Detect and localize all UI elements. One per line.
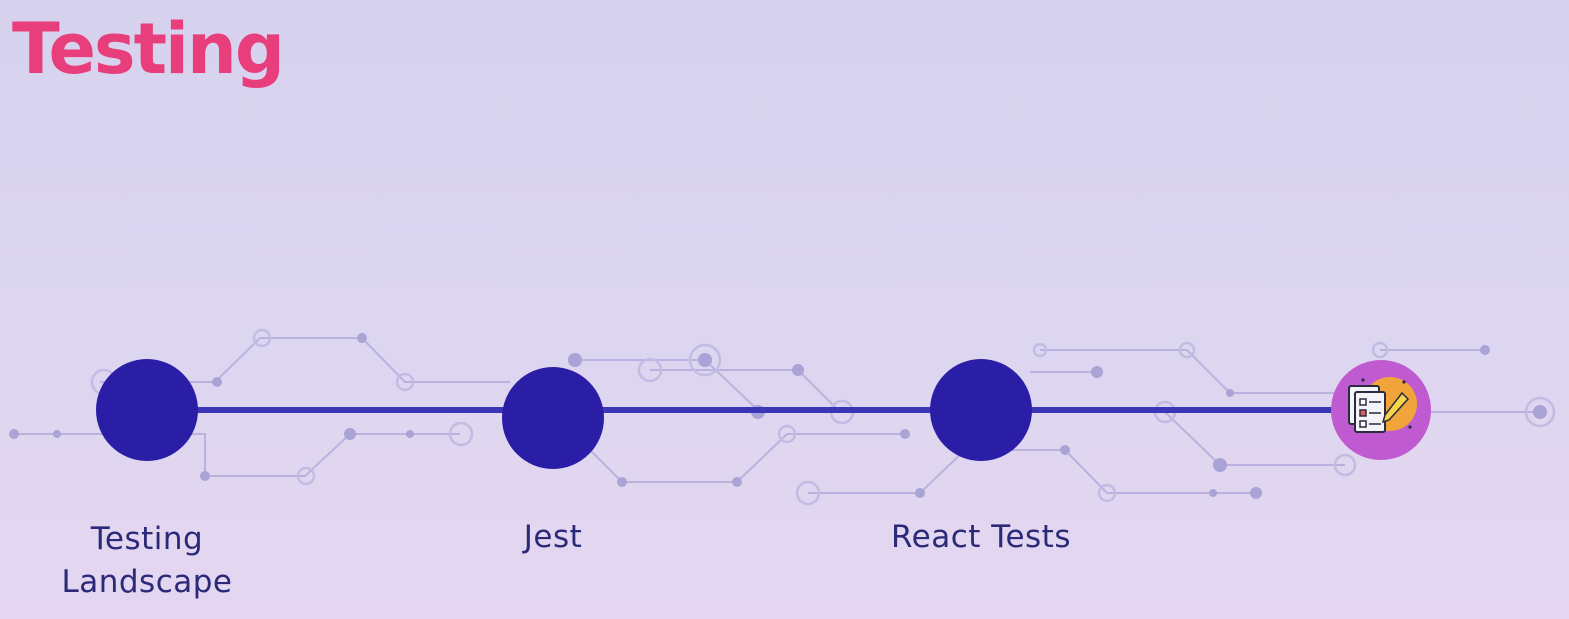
step-label-testing-landscape: Testing Landscape xyxy=(0,518,297,604)
page-title: Testing xyxy=(12,8,285,90)
step-label-react-tests: React Tests xyxy=(831,516,1131,559)
step-label-line: Testing xyxy=(90,521,204,557)
checklist-pencil-icon xyxy=(1348,378,1412,433)
circuit-dots xyxy=(9,333,1547,499)
step-node-react-tests[interactable] xyxy=(930,359,1032,461)
step-node-testing-landscape[interactable] xyxy=(96,359,198,461)
step-label-jest: Jest xyxy=(403,516,703,559)
circuit-background xyxy=(14,337,1540,494)
step-node-current[interactable] xyxy=(1331,360,1431,460)
circuit-rings xyxy=(90,328,1556,506)
step-label-line: Landscape xyxy=(61,564,233,600)
step-label-line: React Tests xyxy=(891,519,1071,555)
step-node-jest[interactable] xyxy=(502,367,604,469)
step-label-line: Jest xyxy=(523,519,583,555)
